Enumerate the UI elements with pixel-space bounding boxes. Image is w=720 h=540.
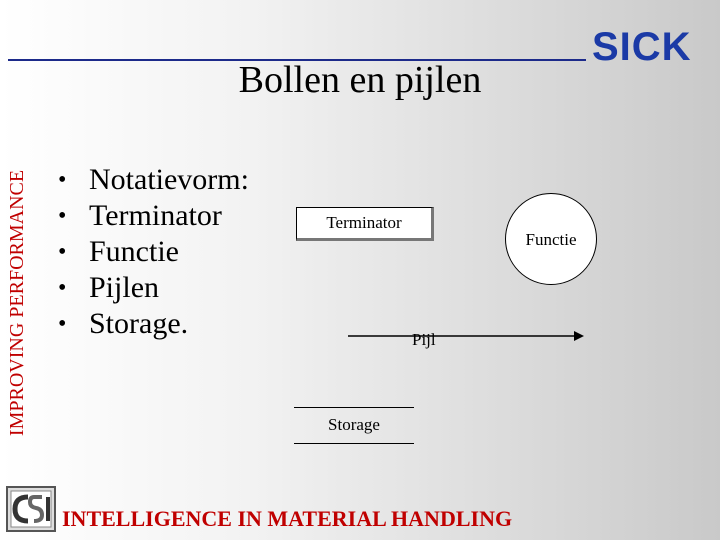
storage-line-top — [294, 407, 414, 408]
header-divider — [8, 59, 586, 61]
slide-title: Bollen en pijlen — [238, 59, 482, 101]
functie-circle: Functie — [505, 193, 597, 285]
storage-line-bottom — [294, 443, 414, 444]
bullet-item: Storage. — [58, 306, 249, 342]
sidebar-vertical-text: IMPROVING PERFORMANCE — [6, 169, 28, 437]
pijl-label: Pijl — [412, 330, 436, 349]
footer-tagline: INTELLIGENCE IN MATERIAL HANDLING — [62, 506, 513, 531]
csi-logo-icon — [6, 486, 56, 532]
storage-label: Storage — [328, 415, 380, 434]
pijl-arrow — [348, 331, 584, 341]
bullet-item: Functie — [58, 234, 249, 270]
terminator-box: Terminator — [296, 207, 434, 241]
bullet-item: Terminator — [58, 198, 249, 234]
bullet-list: Notatievorm: Terminator Functie Pijlen S… — [58, 162, 249, 342]
bullet-item: Pijlen — [58, 270, 249, 306]
sick-logo: SICK — [592, 25, 692, 69]
bullet-item: Notatievorm: — [58, 162, 249, 198]
